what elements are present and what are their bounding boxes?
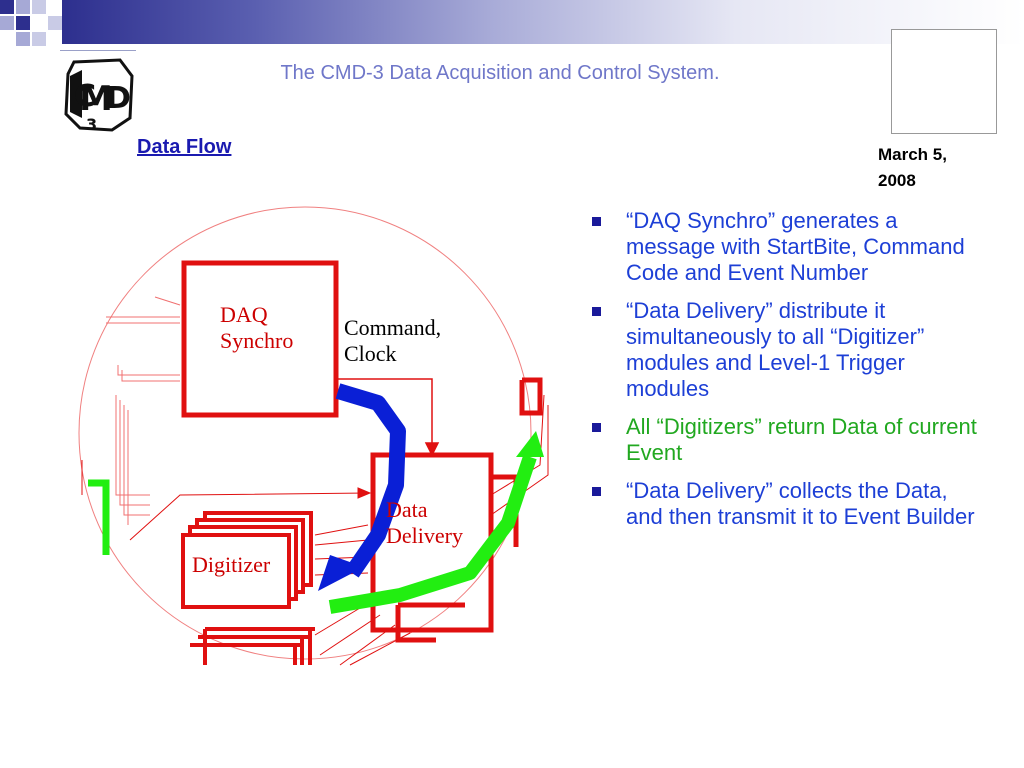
- decor-square-3: [32, 0, 46, 14]
- bullet-item-2: “Data Delivery” distribute it simultaneo…: [590, 298, 990, 402]
- header-divider: [60, 50, 136, 51]
- command-clock-line1: Command,: [344, 315, 442, 340]
- svg-text:C: C: [74, 79, 96, 114]
- svg-text:M: M: [79, 79, 113, 119]
- bullet-text-3: All “Digitizers” return Data of current …: [626, 414, 977, 465]
- slide-title-text: The CMD-3 Data Acquisition and Control S…: [280, 62, 720, 84]
- digitizer-box: [181, 533, 291, 609]
- green-data-arrow: [328, 431, 544, 614]
- daq-synchro-line2: Synchro: [220, 328, 294, 353]
- slide-title: The CMD-3 Data Acquisition and Control S…: [0, 62, 1000, 85]
- decor-square-4: [0, 16, 14, 30]
- daq-synchro-box: [181, 260, 339, 418]
- bullet-text-1: “DAQ Synchro” generates a message with S…: [626, 208, 965, 285]
- daq-synchro-label: DAQ Synchro: [220, 302, 293, 354]
- decor-square-8: [48, 16, 62, 30]
- data-flow-diagram: DAQ Synchro Command, Clock Data Delivery…: [0, 195, 580, 685]
- blue-command-arrow: [318, 383, 406, 591]
- cmd3-logo-icon: M C D 3: [60, 56, 138, 134]
- date-line-2: 2008: [878, 171, 916, 190]
- date-label: March 5, 2008: [878, 142, 988, 194]
- section-title[interactable]: Data Flow: [137, 136, 232, 158]
- square-bullet-icon: [592, 307, 601, 316]
- bullet-item-1: “DAQ Synchro” generates a message with S…: [590, 208, 990, 286]
- data-delivery-line2: Delivery: [386, 523, 463, 548]
- bullet-item-3: All “Digitizers” return Data of current …: [590, 414, 990, 466]
- decor-square-2: [16, 0, 30, 14]
- data-delivery-line1: Data: [386, 497, 428, 522]
- decor-square-6: [32, 32, 46, 46]
- date-line-1: March 5,: [878, 145, 947, 164]
- square-bullet-icon: [592, 217, 601, 226]
- decor-square-1: [0, 0, 14, 14]
- daq-synchro-line1: DAQ: [220, 302, 268, 327]
- decor-square-7: [16, 32, 30, 46]
- embedded-preview-box: [891, 29, 997, 134]
- green-marker: [88, 479, 110, 555]
- digitizer-label: Digitizer: [192, 552, 271, 577]
- command-clock-label: Command, Clock: [344, 315, 441, 367]
- bullet-text-4: “Data Delivery” collects the Data, and t…: [626, 478, 975, 529]
- svg-text:3: 3: [86, 115, 97, 134]
- square-bullet-icon: [592, 423, 601, 432]
- command-clock-line2: Clock: [344, 341, 397, 366]
- decor-square-5: [16, 16, 30, 30]
- data-flow-svg: [78, 206, 549, 666]
- bullet-text-2: “Data Delivery” distribute it simultaneo…: [626, 298, 925, 401]
- svg-text:D: D: [106, 81, 131, 116]
- bullet-item-4: “Data Delivery” collects the Data, and t…: [590, 478, 990, 530]
- data-delivery-label: Data Delivery: [386, 497, 463, 549]
- square-bullet-icon: [592, 487, 601, 496]
- header-bar: [62, 0, 1024, 44]
- bullet-list: “DAQ Synchro” generates a message with S…: [590, 208, 990, 542]
